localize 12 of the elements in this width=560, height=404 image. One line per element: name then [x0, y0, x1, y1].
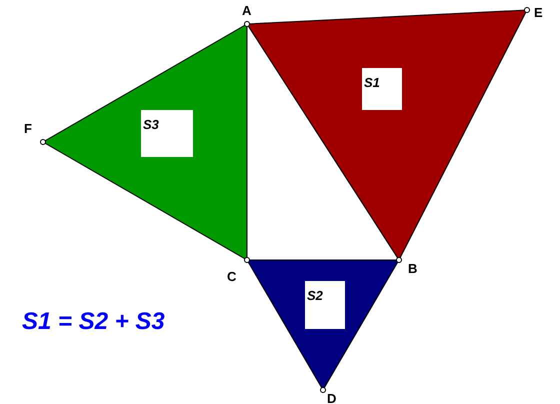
- point-label: B: [408, 262, 418, 275]
- point-label: E: [534, 6, 543, 19]
- area-label: S2: [305, 281, 345, 329]
- triangle: [247, 260, 399, 390]
- point-label: A: [242, 4, 252, 17]
- triangle: [43, 24, 247, 260]
- area-label: S1: [362, 68, 402, 110]
- point-label: D: [327, 392, 336, 404]
- equation: S1 = S2 + S3: [22, 310, 165, 334]
- point-label: F: [24, 122, 32, 135]
- area-label: S3: [141, 110, 193, 157]
- point-label: C: [227, 270, 236, 283]
